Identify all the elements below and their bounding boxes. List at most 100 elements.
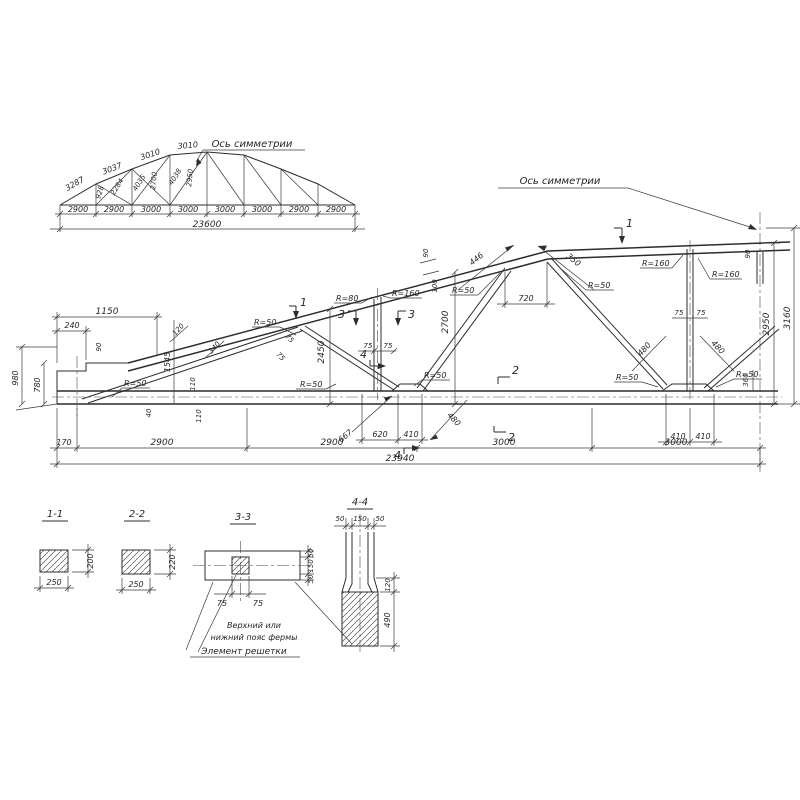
radius-label: R=50 xyxy=(736,370,758,379)
web-members xyxy=(81,240,780,404)
note-lattice-element: Элемент решетки xyxy=(200,647,287,657)
dim-75: 75 xyxy=(364,342,373,350)
radius-label: R=160 xyxy=(392,289,420,298)
dim-75: 75 xyxy=(384,342,393,350)
section-mark-3: 3 xyxy=(408,308,415,321)
section-title: 4-4 xyxy=(352,497,368,508)
dim-1545: 1545 xyxy=(163,352,172,372)
section-mark-3: 3 xyxy=(338,308,345,321)
radius-label: R=50 xyxy=(124,379,146,388)
dim-120: 120 xyxy=(171,322,186,338)
bottom-dims: 170 2900 2900 3000 3000 23940 xyxy=(50,408,766,468)
main-truss: R=50 R=50 R=80 R=160 R=50 R=50 R=160 R=1… xyxy=(11,176,800,472)
ov-panel-dim: 3000 xyxy=(141,205,161,214)
dim-350: 350 xyxy=(565,252,583,269)
right-node-dims: 480 480 360 410 410 75 75 90 xyxy=(631,249,754,446)
radius-label: R=50 xyxy=(616,373,638,382)
dim-90-step: 90 xyxy=(95,342,103,351)
dim-490: 490 xyxy=(383,612,392,627)
ov-web-dim: 2700 xyxy=(149,171,159,190)
right-height-dims: 2950 3160 xyxy=(762,224,800,408)
section-4-4: 4-4 50 150 50 120 490 xyxy=(334,497,400,654)
dim-110: 110 xyxy=(195,409,203,423)
radius-label: R=160 xyxy=(712,270,740,279)
dim-446: 446 xyxy=(468,251,486,268)
dim-480: 480 xyxy=(445,411,462,428)
dim-90-chord: 90 xyxy=(422,248,430,257)
section-mark-1: 1 xyxy=(300,296,307,309)
ov-panel-dim: 3000 xyxy=(252,205,272,214)
section-mark-4: 4 xyxy=(360,348,367,361)
dim-75-diag: 75 xyxy=(274,351,286,363)
dim-50: 50 xyxy=(336,515,345,523)
ov-chord-dim: 3287 xyxy=(64,174,87,192)
section-title: 1-1 xyxy=(47,509,63,520)
dim-2900: 2900 xyxy=(321,438,344,448)
radius-callouts: R=50 R=50 R=80 R=160 R=50 R=50 R=160 R=1… xyxy=(111,254,762,398)
dim-780: 780 xyxy=(33,377,42,392)
ov-web-dim: 2284 xyxy=(109,177,125,196)
radius-label: R=50 xyxy=(588,281,610,290)
section-2-2-profile xyxy=(121,549,151,575)
section-mark-1: 1 xyxy=(626,217,633,230)
left-support-dims: 1150 240 90 980 780 1545 110 110 40 120 … xyxy=(11,307,225,423)
radius-label: R=50 xyxy=(452,286,474,295)
overview-truss: 2900 2900 3000 3000 3000 3000 2900 2900 … xyxy=(50,139,365,233)
dim-2450: 2450 xyxy=(317,340,327,363)
dim-total-23940: 23940 xyxy=(386,454,415,464)
dim-200: 200 xyxy=(86,553,95,568)
section-2-2: 2-2 250 220 xyxy=(116,509,177,594)
dim-2700: 2700 xyxy=(441,310,451,333)
ov-total-dim: 23600 xyxy=(193,220,222,230)
section-1-1: 1-1 250 200 xyxy=(34,509,95,592)
dim-410: 410 xyxy=(695,432,710,441)
dim-150: 150 xyxy=(307,559,315,573)
ov-panel-dim: 3000 xyxy=(178,205,198,214)
dim-75: 75 xyxy=(675,309,684,317)
section-marks: 1 1 2 2 3 3 4 4 xyxy=(289,217,633,462)
dim-50: 50 xyxy=(307,548,315,557)
dim-100-chord: 100 xyxy=(431,279,439,293)
dim-980: 980 xyxy=(11,370,20,385)
dim-480: 480 xyxy=(636,341,653,358)
dim-620: 620 xyxy=(372,430,387,439)
section-title: 2-2 xyxy=(129,509,145,520)
dim-120: 120 xyxy=(384,578,392,592)
ov-web-dim: 928 xyxy=(94,184,106,200)
radius-label: R=50 xyxy=(424,371,446,380)
dim-75: 75 xyxy=(697,309,706,317)
dim-2950: 2950 xyxy=(762,312,772,335)
ov-panel-dim: 2900 xyxy=(289,205,309,214)
overview-dim-lines xyxy=(50,205,365,233)
section-mark-4: 4 xyxy=(394,449,401,462)
dim-250: 250 xyxy=(128,580,143,589)
sections: 1-1 250 200 2-2 250 220 xyxy=(34,497,400,658)
centre-node-dims: 667 620 410 480 xyxy=(337,394,468,444)
dim-240: 240 xyxy=(64,321,79,330)
dim-720: 720 xyxy=(518,294,533,303)
ov-web-dim: 4035 xyxy=(131,173,148,193)
ov-panel-dim: 3000 xyxy=(215,205,235,214)
main-axis-callout: Ось симметрии xyxy=(498,176,757,230)
radius-label: R=50 xyxy=(300,380,322,389)
main-axis-label: Ось симметрии xyxy=(520,176,601,187)
section-1-1-profile xyxy=(39,549,69,573)
ov-panel-dim: 2900 xyxy=(326,205,346,214)
lattice-element-cut xyxy=(231,556,250,575)
dim-250: 250 xyxy=(46,578,61,587)
dim-110: 110 xyxy=(189,377,197,391)
ov-axis-label: Ось симметрии xyxy=(212,139,293,150)
dim-75-diag: 75 xyxy=(283,333,295,345)
dim-3000: 3000 xyxy=(493,438,516,448)
dim-220: 220 xyxy=(168,554,177,569)
section-3-3: 3-3 50 150 50 75 75 Верхний или нижний п… xyxy=(185,512,353,658)
section-title: 3-3 xyxy=(235,512,251,523)
ov-panel-dim: 2900 xyxy=(68,205,88,214)
note-chord-line2: нижний пояс фермы xyxy=(211,633,298,642)
ov-panel-dim: 2900 xyxy=(104,205,124,214)
dim-170: 170 xyxy=(56,438,71,447)
dim-410: 410 xyxy=(403,430,418,439)
dim-410: 410 xyxy=(670,432,685,441)
